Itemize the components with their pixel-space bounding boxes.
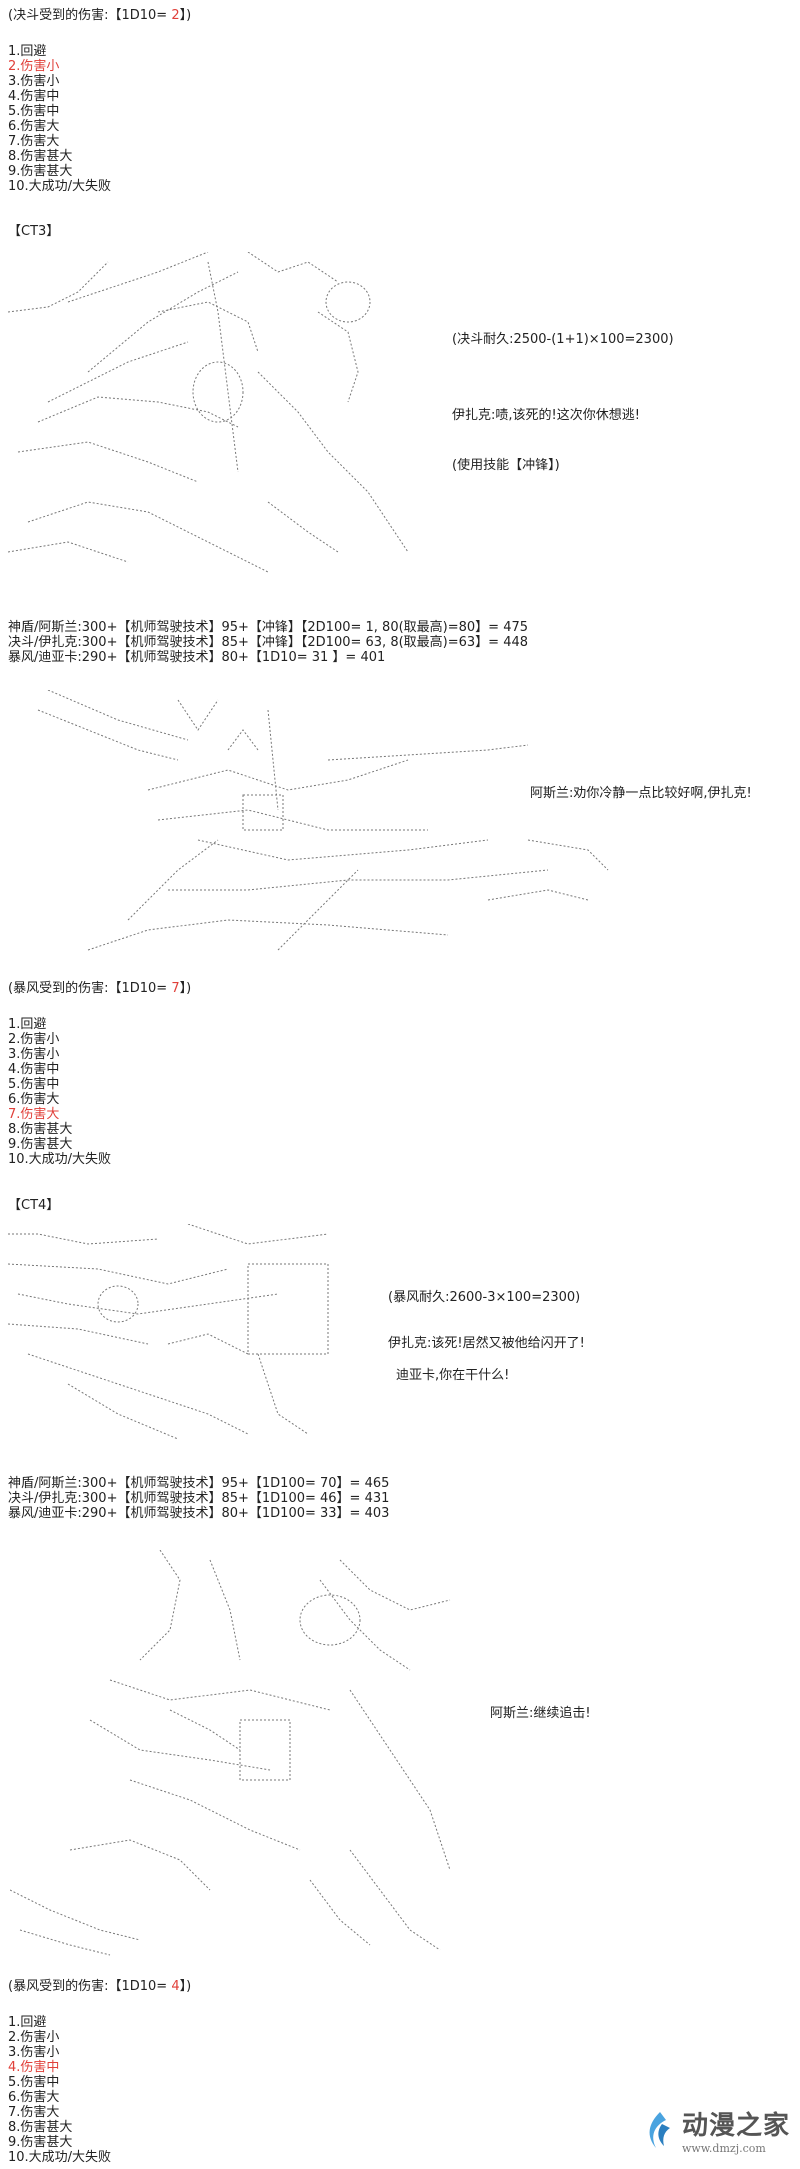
athrun-quote-2: 阿斯兰:继续追击! (490, 1706, 591, 1721)
damage-roll-buster-2: (暴风受到的伤害:【1D10= 4】) (8, 1979, 191, 1994)
list-item: 1.回避 (8, 44, 47, 59)
roll-row: 暴风/迪亚卡:290+【机师驾驶技术】80+【1D10= 31 】= 401 (8, 650, 386, 665)
list-item: 10.大成功/大失败 (8, 2150, 112, 2165)
list-item: 8.伤害甚大 (8, 2120, 73, 2135)
list-item: 10.大成功/大失败 (8, 1152, 112, 1167)
roll-row: 神盾/阿斯兰:300+【机师驾驶技术】95+【冲锋】【2D100= 1, 80(… (8, 620, 529, 635)
list-item: 5.伤害中 (8, 104, 60, 119)
list-item: 1.回避 (8, 1017, 47, 1032)
roll-prefix: (暴风受到的伤害:【1D10= (8, 981, 172, 996)
damage-list-2: 1.回避 2.伤害小 3.伤害小 4.伤害中 5.伤害中 6.伤害大 7.伤害大… (8, 1017, 111, 1167)
ascii-art-buster-dodge (8, 1224, 358, 1454)
yzak-quote-3: 迪亚卡,你在干什么! (396, 1368, 510, 1383)
roll-value: 4 (171, 1979, 180, 1994)
damage-list-3: 1.回避 2.伤害小 3.伤害小 4.伤害中 5.伤害中 6.伤害大 7.伤害大… (8, 2015, 111, 2165)
list-item: 6.伤害大 (8, 2090, 60, 2105)
list-item: 3.伤害小 (8, 74, 60, 89)
list-item: 6.伤害大 (8, 1092, 60, 1107)
damage-roll-duel: (决斗受到的伤害:【1D10= 2】) (8, 8, 191, 23)
list-item: 1.回避 (8, 2015, 47, 2030)
roll-row: 暴风/迪亚卡:290+【机师驾驶技术】80+【1D100= 33】= 403 (8, 1506, 390, 1521)
damage-roll-buster-1: (暴风受到的伤害:【1D10= 7】) (8, 981, 191, 996)
list-item: 8.伤害甚大 (8, 1122, 73, 1137)
yzak-quote-2: 伊扎克:该死!居然又被他给闪开了! (388, 1336, 585, 1351)
roll-value: 7 (171, 981, 180, 996)
list-item: 7.伤害大 (8, 134, 60, 149)
ct4-durability: (暴风耐久:2600-3×100=2300) (388, 1290, 581, 1305)
list-item: 2.伤害小 (8, 59, 60, 74)
damage-list-1: 1.回避 2.伤害小 3.伤害小 4.伤害中 5.伤害中 6.伤害大 7.伤害大… (8, 44, 111, 194)
yzak-quote-1: 伊扎克:啧,该死的!这次你休想逃! (452, 408, 640, 423)
list-item: 2.伤害小 (8, 2030, 60, 2045)
roll-prefix: (暴风受到的伤害:【1D10= (8, 1979, 172, 1994)
list-item: 9.伤害甚大 (8, 1137, 73, 1152)
ct4-label: 【CT4】 (8, 1198, 60, 1213)
athrun-quote-1: 阿斯兰:劝你冷静一点比较好啊,伊扎克! (530, 786, 752, 801)
list-item: 8.伤害甚大 (8, 149, 73, 164)
roll-suffix: 】) (179, 981, 192, 996)
roll-value: 2 (171, 8, 180, 23)
list-item: 3.伤害小 (8, 2045, 60, 2060)
dmzj-logo-icon (649, 2112, 670, 2148)
list-item: 7.伤害大 (8, 2105, 60, 2120)
watermark: 动漫之家 www.dmzj.com (640, 2105, 790, 2155)
ct3-label: 【CT3】 (8, 224, 60, 239)
roll-row: 决斗/伊扎克:300+【机师驾驶技术】85+【冲锋】【2D100= 63, 8(… (8, 635, 529, 650)
list-item: 9.伤害甚大 (8, 2135, 73, 2150)
list-item: 9.伤害甚大 (8, 164, 73, 179)
list-item: 4.伤害中 (8, 1062, 60, 1077)
list-item: 7.伤害大 (8, 1107, 60, 1122)
skill-note: (使用技能【冲锋】) (452, 458, 560, 473)
list-item: 4.伤害中 (8, 89, 60, 104)
list-item: 4.伤害中 (8, 2060, 60, 2075)
list-item: 10.大成功/大失败 (8, 179, 112, 194)
roll-row: 决斗/伊扎克:300+【机师驾驶技术】85+【1D100= 46】= 431 (8, 1491, 390, 1506)
list-item: 5.伤害中 (8, 2075, 60, 2090)
ascii-art-duel-charge (8, 252, 428, 587)
list-item: 6.伤害大 (8, 119, 60, 134)
roll-suffix: 】) (179, 8, 192, 23)
ascii-art-aegis-dash (28, 690, 628, 980)
roll-prefix: (决斗受到的伤害:【1D10= (8, 8, 172, 23)
list-item: 3.伤害小 (8, 1047, 60, 1062)
roll-suffix: 】) (179, 1979, 192, 1994)
watermark-url: www.dmzj.com (681, 2142, 766, 2155)
watermark-brand: 动漫之家 (681, 2111, 790, 2141)
roll-results-1: 神盾/阿斯兰:300+【机师驾驶技术】95+【冲锋】【2D100= 1, 80(… (8, 620, 528, 665)
ascii-art-pursuit (10, 1550, 490, 1960)
list-item: 2.伤害小 (8, 1032, 60, 1047)
list-item: 5.伤害中 (8, 1077, 60, 1092)
roll-results-2: 神盾/阿斯兰:300+【机师驾驶技术】95+【1D100= 70】= 465 决… (8, 1476, 389, 1521)
ct3-durability: (决斗耐久:2500-(1+1)×100=2300) (452, 332, 674, 347)
roll-row: 神盾/阿斯兰:300+【机师驾驶技术】95+【1D100= 70】= 465 (8, 1476, 390, 1491)
